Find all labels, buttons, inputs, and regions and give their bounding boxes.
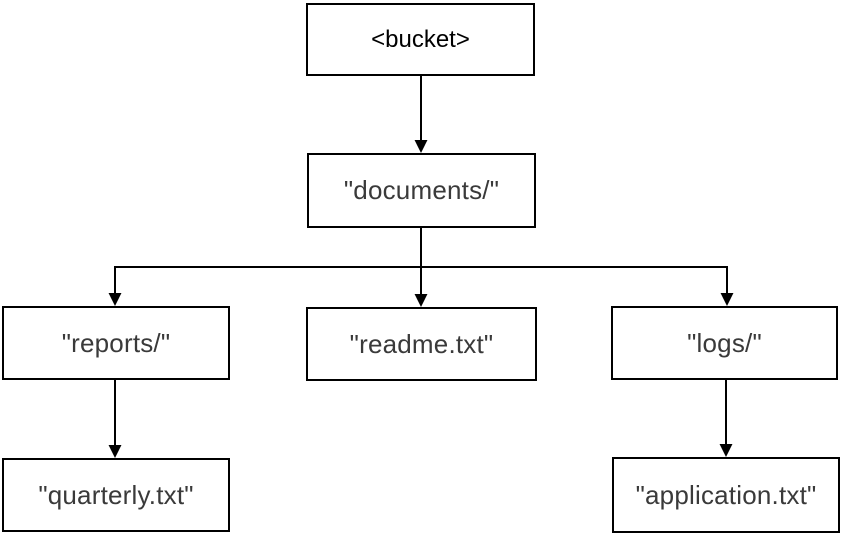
node-reports: "reports/"	[2, 306, 230, 380]
node-documents-label: "documents/"	[343, 175, 500, 205]
node-quarterly: "quarterly.txt"	[2, 458, 230, 532]
node-quarterly-label: "quarterly.txt"	[38, 479, 194, 510]
node-documents: "documents/"	[307, 153, 536, 228]
node-application: "application.txt"	[612, 457, 840, 533]
node-logs-label: "logs/"	[687, 327, 762, 358]
node-logs: "logs/"	[611, 306, 838, 380]
node-application-label: "application.txt"	[635, 479, 817, 510]
node-readme: "readme.txt"	[306, 307, 537, 381]
node-readme-label: "readme.txt"	[349, 328, 494, 359]
node-bucket-label: <bucket>	[371, 25, 470, 53]
node-reports-label: "reports/"	[61, 327, 171, 358]
node-bucket: <bucket>	[306, 3, 535, 76]
